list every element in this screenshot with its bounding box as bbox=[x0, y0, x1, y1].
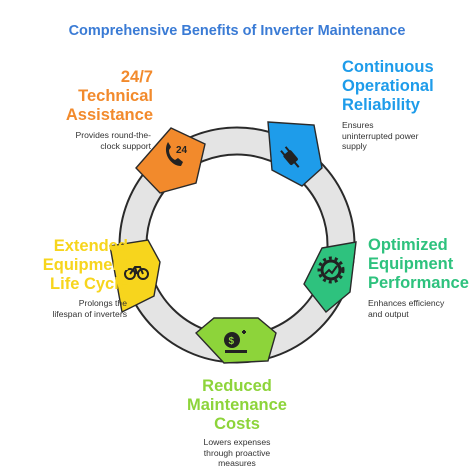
heading-technical-assistance: 24/7 Technical Assistance bbox=[65, 68, 153, 124]
heading-equipment-performance: Optimized Equipment Performance bbox=[368, 236, 469, 292]
segment-technical-assistance: 24 bbox=[135, 127, 206, 194]
money-scale-icon: $ bbox=[224, 330, 247, 353]
gear-chart-icon bbox=[317, 256, 345, 284]
segment-maintenance-costs: $ bbox=[194, 317, 277, 364]
page-title: Comprehensive Benefits of Inverter Maint… bbox=[68, 23, 406, 39]
bicycle-icon bbox=[124, 266, 149, 280]
segment-operational-reliability bbox=[267, 121, 323, 187]
description-technical-assistance: Provides round-the- clock support bbox=[75, 130, 151, 151]
description-maintenance-costs: Lowers expenses through proactive measur… bbox=[203, 437, 271, 468]
description-equipment-performance: Enhances efficiency and output bbox=[368, 298, 445, 319]
heading-operational-reliability: Continuous Operational Reliability bbox=[342, 58, 434, 114]
phone-24-icon: 24 bbox=[165, 142, 188, 166]
svg-text:24: 24 bbox=[176, 145, 188, 156]
segment-equipment-performance bbox=[303, 241, 357, 313]
plug-icon bbox=[280, 146, 300, 168]
heading-equipment-life-cycle: Extended Equipment Life Cycle bbox=[42, 237, 128, 293]
segment-equipment-life-cycle bbox=[109, 239, 161, 314]
svg-text:$: $ bbox=[229, 336, 235, 347]
description-equipment-life-cycle: Prolongs the lifespan of inverters bbox=[52, 298, 127, 319]
heading-maintenance-costs: Reduced Maintenance Costs bbox=[187, 377, 287, 433]
description-operational-reliability: Ensures uninterrupted power supply bbox=[342, 120, 419, 151]
